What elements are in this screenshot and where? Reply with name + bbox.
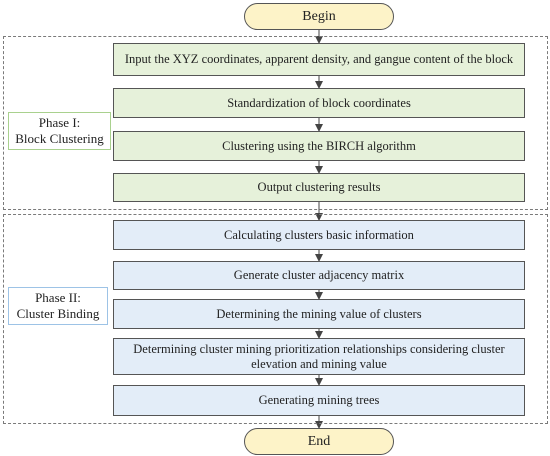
step-output-results: Output clustering results [113, 173, 525, 202]
phase1-label: Phase I: Block Clustering [8, 112, 111, 150]
step-label: Standardization of block coordinates [227, 95, 411, 110]
end-terminal: End [244, 428, 394, 455]
end-label: End [307, 433, 331, 449]
begin-label: Begin [302, 8, 336, 24]
step-label: Determining the mining value of clusters [216, 306, 422, 321]
phase2-label: Phase II: Cluster Binding [8, 287, 108, 325]
step-label: Determining cluster mining prioritizatio… [133, 341, 505, 371]
step-input-block-data: Input the XYZ coordinates, apparent dens… [113, 43, 525, 76]
step-label: Input the XYZ coordinates, apparent dens… [124, 52, 514, 66]
phase1-title: Phase I: [38, 115, 81, 130]
step-label: Generating mining trees [258, 393, 380, 407]
step-mining-trees: Generating mining trees [113, 385, 525, 416]
phase2-frame [3, 214, 548, 424]
phase1-subtitle: Block Clustering [15, 131, 104, 146]
step-prioritization: Determining cluster mining prioritizatio… [113, 338, 525, 375]
step-label: Clustering using the BIRCH algorithm [222, 138, 416, 153]
phase2-title: Phase II: [35, 290, 81, 305]
step-label: Generate cluster adjacency matrix [233, 268, 405, 282]
phase2-subtitle: Cluster Binding [16, 306, 100, 321]
step-standardization: Standardization of block coordinates [113, 88, 525, 118]
step-label: Output clustering results [257, 180, 381, 194]
step-adjacency-matrix: Generate cluster adjacency matrix [113, 261, 525, 290]
step-mining-value: Determining the mining value of clusters [113, 299, 525, 329]
step-birch-clustering: Clustering using the BIRCH algorithm [113, 131, 525, 161]
begin-terminal: Begin [244, 3, 394, 30]
phase1-frame [3, 36, 548, 210]
step-cluster-basic-info: Calculating clusters basic information [113, 220, 525, 250]
step-label: Calculating clusters basic information [224, 227, 414, 242]
